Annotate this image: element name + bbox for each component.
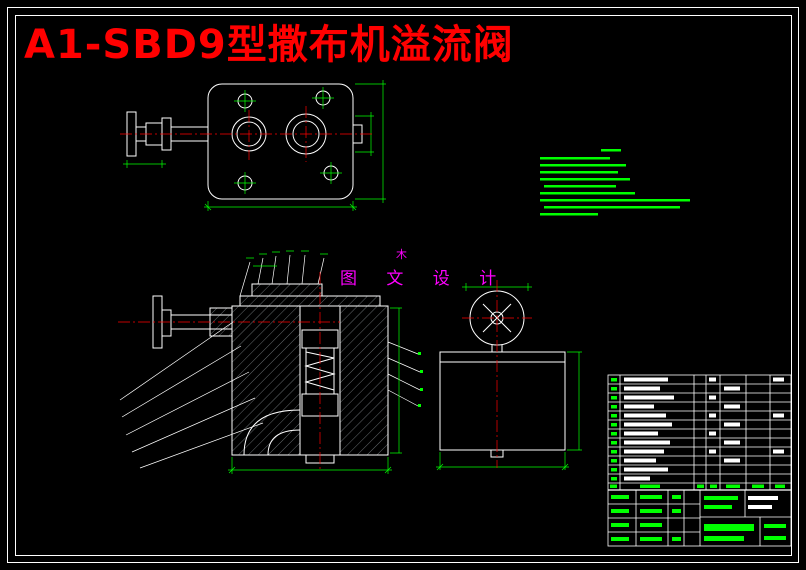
- section-leader-lines: [119, 254, 421, 469]
- drawing-frame-inner: [15, 15, 792, 556]
- technical-notes-text: [540, 149, 690, 216]
- drawing-title: A1-SBD9型撒布机溢流阀: [24, 22, 514, 68]
- top-view-centerlines: [120, 106, 372, 162]
- valve-section-view: [152, 283, 389, 464]
- section-centerlines: [118, 272, 340, 472]
- top-view-dimensions: [123, 80, 386, 211]
- drawing-frame-outer: [7, 7, 799, 563]
- parts-table-text: [610, 377, 786, 541]
- watermark-text: 图 文 设 计: [340, 269, 509, 289]
- valve-side-view: [439, 290, 566, 458]
- side-view-centerlines: [462, 280, 532, 468]
- watermark-mark: 木: [396, 248, 407, 261]
- section-dimensions: [228, 250, 423, 474]
- side-view-dimensions: [436, 283, 582, 471]
- parts-table-grid: [607, 374, 792, 547]
